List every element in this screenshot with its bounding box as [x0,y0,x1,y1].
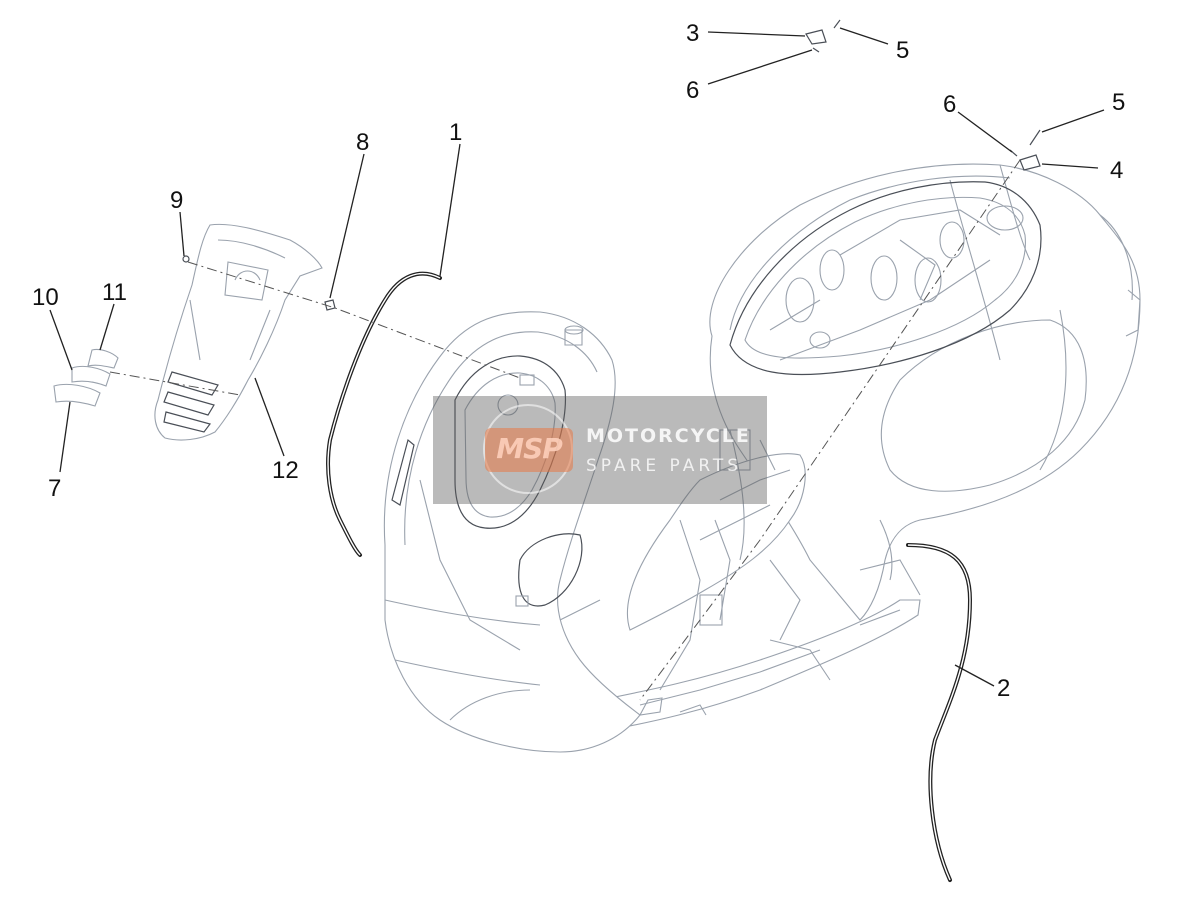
trim-10 [71,365,111,387]
watermark-subtitle: SPARE PARTS [586,456,743,476]
callout-8: 8 [356,129,369,156]
assembly-axis-lines [109,159,1021,701]
callout-numbers: 3 5 6 6 5 4 1 8 9 10 11 7 12 2 [32,20,1125,702]
callout-10: 10 [32,284,59,311]
callout-6: 6 [943,91,956,118]
callout-5: 5 [896,37,909,64]
screw-5a [833,19,841,29]
bracket-4 [1019,154,1041,171]
seal-1 [326,271,442,557]
front-mudguard-12 [154,223,323,441]
callout-12: 12 [272,457,299,484]
watermark-title: MOTORCYCLE [586,425,751,447]
callout-9: 9 [170,187,183,214]
callout-7: 7 [48,475,61,502]
watermark-banner: MSP MOTORCYCLE SPARE PARTS [433,396,767,504]
logo-badge: MSP [485,428,573,472]
screw-5b [1029,129,1041,146]
logo-badge-text: MSP [496,432,563,465]
front-legshield [383,311,641,753]
callout-5: 5 [1112,89,1125,116]
scooter-body-frame [599,163,1141,729]
callout-1: 1 [449,119,462,146]
clip-6a [812,47,820,53]
seal-2 [906,543,973,882]
trim-7 [53,383,101,407]
callout-4: 4 [1110,157,1123,184]
bracket-3 [805,29,827,45]
callout-2: 2 [997,675,1010,702]
callout-11: 11 [102,279,127,306]
callout-6: 6 [686,77,699,104]
leader-lines [49,27,1105,687]
callout-3: 3 [686,20,699,47]
screw-9 [182,255,190,263]
badge-trim-parts [53,348,119,407]
trim-11 [87,348,119,369]
